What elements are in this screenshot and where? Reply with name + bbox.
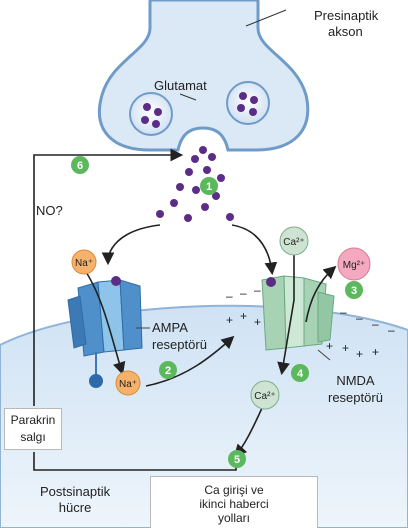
svg-text:Na⁺: Na⁺ <box>75 258 93 269</box>
second-messenger-line2: ikinci haberci <box>199 497 269 511</box>
svg-text:4: 4 <box>297 368 304 380</box>
ca-ion-intracellular: Ca²⁺ <box>250 380 280 410</box>
postsynaptic-label-line2: hücre <box>58 500 92 515</box>
second-messenger-box: Ca girişi ve ikinci haberci yolları <box>150 476 318 528</box>
mg-ion: Mg²⁺ <box>337 247 371 281</box>
presynaptic-axon-terminal <box>97 0 310 152</box>
svg-text:–: – <box>240 286 247 300</box>
ca-ion-extracellular: Ca²⁺ <box>279 226 309 256</box>
postsynaptic-cell <box>0 304 408 528</box>
arrow-to-nmda <box>231 224 278 276</box>
second-messenger-line3: yolları <box>217 511 250 525</box>
svg-text:5: 5 <box>234 454 240 466</box>
svg-text:+: + <box>356 347 363 361</box>
ampa-receptor-label: AMPA reseptörü <box>152 319 207 353</box>
nitric-oxide-label: NO? <box>36 203 63 218</box>
svg-text:–: – <box>340 305 347 319</box>
nmda-leader-line <box>317 349 331 361</box>
presynaptic-label-line2: akson <box>328 24 363 39</box>
step-4-badge: 4 <box>291 364 309 382</box>
step-1-badge: 1 <box>200 177 218 195</box>
ca-influx-arrow <box>277 250 295 376</box>
svg-text:3: 3 <box>351 285 357 297</box>
step-2-badge: 2 <box>159 361 177 379</box>
na-influx-arrow <box>85 271 126 376</box>
svg-text:+: + <box>254 315 261 329</box>
ampa-label-line2: reseptörü <box>152 337 207 352</box>
ampa-receptor <box>67 276 143 388</box>
postsynaptic-cell-label: Postsinaptik hücre <box>40 484 110 516</box>
svg-text:Na⁺: Na⁺ <box>119 379 137 390</box>
retrograde-signal-path <box>33 148 184 406</box>
na-ion-extracellular: Na⁺ <box>71 249 97 275</box>
svg-text:Ca²⁺: Ca²⁺ <box>283 237 304 248</box>
nmda-label-line2: reseptörü <box>328 390 383 405</box>
membrane-charges: ––– –––– +++ ++++ <box>226 283 395 361</box>
glutamate-label: Glutamat <box>154 78 207 93</box>
arrow-to-ampa <box>101 224 161 266</box>
presynaptic-leader-line <box>245 9 287 27</box>
svg-text:–: – <box>388 323 395 337</box>
svg-text:2: 2 <box>165 365 171 377</box>
nmda-receptor <box>261 275 335 351</box>
step-3-badge: 3 <box>345 281 363 299</box>
svg-text:+: + <box>240 309 247 323</box>
nmda-label-line1: NMDA <box>336 373 375 388</box>
svg-text:+: + <box>342 341 349 355</box>
glutamate-leader-line <box>179 93 197 101</box>
postsynaptic-label-line1: Postsinaptik <box>40 484 111 499</box>
na-ion-intracellular: Na⁺ <box>115 370 141 396</box>
released-glutamate <box>156 146 234 222</box>
svg-text:–: – <box>356 311 363 325</box>
svg-text:Mg²⁺: Mg²⁺ <box>343 260 366 271</box>
depolarization-arrow <box>145 335 235 387</box>
svg-text:+: + <box>372 345 379 359</box>
presynaptic-label-line1: Presinaptik <box>314 8 379 23</box>
second-messenger-line1: Ca girişi ve <box>204 483 264 497</box>
svg-text:1: 1 <box>206 181 212 193</box>
svg-text:+: + <box>226 313 233 327</box>
svg-text:+: + <box>326 339 333 353</box>
paracrine-secretion-box: Parakrin salgı <box>4 408 62 450</box>
paracrine-label-line1: Parakrin <box>10 413 56 427</box>
svg-text:–: – <box>254 283 261 297</box>
paracrine-label-line2: salgı <box>20 430 46 444</box>
presynaptic-axon-label: Presinaptik akson <box>314 8 378 40</box>
synaptic-vesicle <box>129 92 173 136</box>
step-6-badge: 6 <box>71 156 89 174</box>
mg-exit-arrow <box>305 265 337 323</box>
svg-text:–: – <box>226 289 233 303</box>
synaptic-vesicle <box>226 81 270 125</box>
nmda-receptor-label: NMDA reseptörü <box>328 372 383 406</box>
svg-text:–: – <box>372 317 379 331</box>
svg-text:6: 6 <box>77 160 83 172</box>
ampa-label-line1: AMPA <box>152 320 188 335</box>
svg-text:Ca²⁺: Ca²⁺ <box>254 391 275 402</box>
step-5-badge: 5 <box>228 450 246 468</box>
